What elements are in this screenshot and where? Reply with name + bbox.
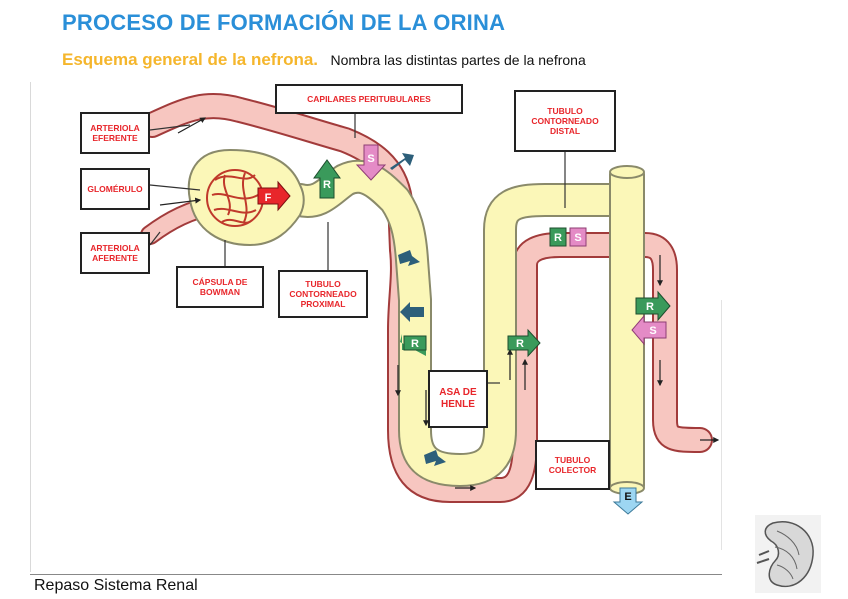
footer-divider [30,574,722,575]
left-divider [30,82,31,572]
subtitle-line: Esquema general de la nefrona. Nombra la… [62,50,586,70]
svg-text:R: R [554,232,562,244]
collecting-duct-top [609,165,645,179]
svg-text:R: R [323,179,331,191]
subtitle: Esquema general de la nefrona. [62,50,319,69]
instruction: Nombra las distintas partes de la nefron… [330,52,586,68]
filtration-marker: F [257,180,291,212]
page-title: PROCESO DE FORMACIÓN DE LA ORINA [62,10,506,35]
svg-text:S: S [367,153,374,165]
secretion-marker-proximal: S [355,144,387,181]
label-glomerulo: GLOMÉRULO [80,168,150,210]
secretion-marker-distal: S [569,227,587,247]
reabsorption-marker-loop-desc: R [400,334,427,356]
renal-tubule [283,159,627,487]
flow-arrows [159,117,720,491]
water-arrow-4 [424,450,446,466]
svg-text:R: R [411,338,419,350]
tubule-fill [285,161,625,485]
svg-text:R: R [516,338,524,350]
right-divider [721,300,722,550]
reabsorption-marker-loop-asc: R [507,328,541,358]
water-arrow-1 [390,153,414,170]
secretion-marker-collector: S [631,314,667,346]
label-capilares: CAPILARES PERITUBULARES [275,84,463,114]
excretion-marker: E [612,487,644,515]
kidney-icon [755,515,821,593]
svg-text:S: S [574,232,581,244]
svg-text:E: E [624,491,631,503]
footer-text: Repaso Sistema Renal [34,577,198,594]
reabsorption-marker-distal: R [549,227,567,247]
reabsorption-marker-proximal: R [313,159,341,199]
svg-text:S: S [649,325,656,337]
water-arrow-3 [400,302,424,322]
filtration-label: F [265,192,272,204]
reabsorption-marker-collector: R [635,290,671,322]
svg-text:R: R [646,301,654,313]
water-arrow-2 [398,250,420,266]
